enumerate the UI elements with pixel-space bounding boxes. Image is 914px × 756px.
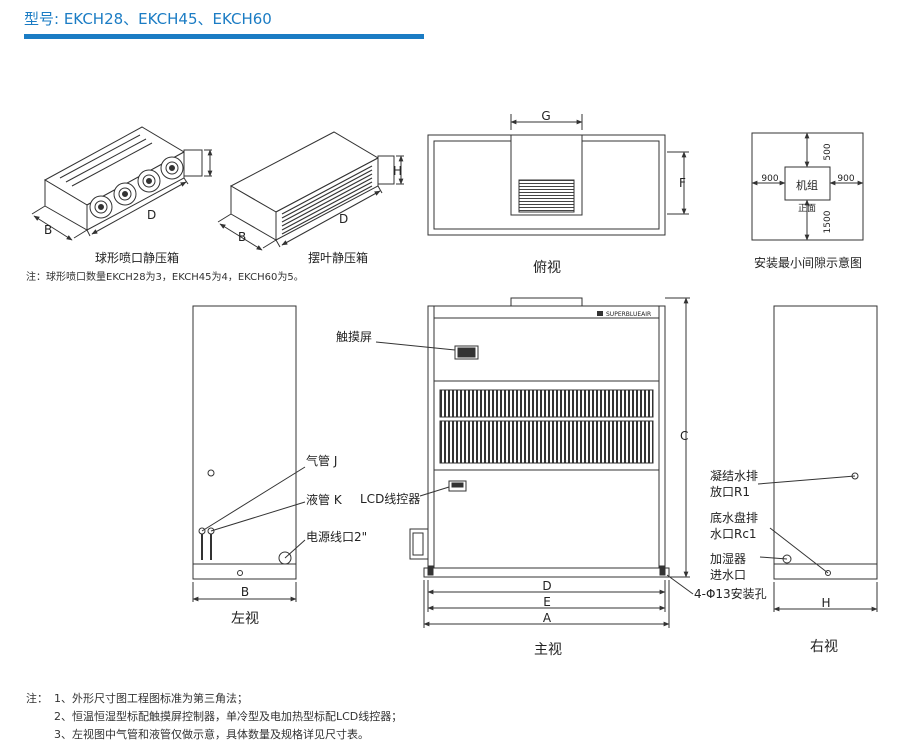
top-dim-f: F [679,176,686,190]
right-drain-pan-label-2: 水口Rc1 [710,527,757,541]
louver-dim-d: D [339,212,348,226]
front-mount-holes-label: 4-Φ13安装孔 [694,586,767,601]
front-lcd-controller-label: LCD线控器 [360,492,420,506]
front-dim-e: E [543,595,551,609]
notes-head: 注： [26,692,48,705]
spherical-plenum-box [31,126,213,241]
left-gas-pipe-label: 气管 J [306,453,337,468]
left-dim-b: B [241,585,249,599]
front-touch-screen-label: 触摸屏 [336,330,372,344]
spherical-dim-b: B [44,223,52,237]
nozzle-count-note: 注：球形喷口数量EKCH28为3，EKCH45为4，EKCH60为5。 [26,272,304,283]
top-view [427,114,689,236]
louver-dim-h: H [393,164,402,178]
left-view-caption: 左视 [231,611,259,627]
louver-dim-b: B [238,230,246,244]
right-humidifier-label-1: 加湿器 [710,551,746,566]
left-power-inlet-label: 电源线口2" [306,530,367,544]
title-underline [24,34,424,39]
left-view [192,305,306,602]
note-item-2: 2、恒温恒湿型标配触摸屏控制器，单冷型及电加热型标配LCD线控器； [54,710,403,723]
clearance-bottom: 1500 [823,210,833,233]
front-dim-c: C [680,429,688,443]
top-dim-g: G [541,109,550,123]
clearance-right: 900 [837,174,854,184]
spherical-plenum-caption: 球形喷口静压箱 [95,250,179,265]
page-title: 型号: EKCH28、EKCH45、EKCH60 [24,10,272,28]
front-view [375,297,694,628]
spherical-dim-d: D [147,208,156,222]
clearance-left: 900 [761,174,778,184]
clearance-top: 500 [823,143,833,160]
front-dim-a: A [543,611,552,625]
right-view [757,305,878,612]
clearance-front-label: 正面 [798,203,816,214]
note-item-1: 1、外形尺寸图工程图标准为第三角法； [54,692,248,705]
right-view-caption: 右视 [810,639,838,655]
top-view-caption: 俯视 [533,260,561,276]
front-view-caption: 主视 [534,642,562,658]
clearance-caption: 安装最小间隙示意图 [754,255,862,270]
right-dim-h: H [821,596,830,610]
right-drain-pan-label-1: 底水盘排 [710,510,758,525]
louver-plenum-box [217,131,404,251]
brand-logo-icon [597,311,603,316]
right-humidifier-label-2: 进水口 [710,568,746,582]
note-item-3: 3、左视图中气管和液管仅做示意，具体数量及规格详见尺寸表。 [54,728,369,741]
clearance-unit-label: 机组 [796,178,818,192]
right-condensate-label-2: 放口R1 [710,484,750,499]
louver-plenum-caption: 摆叶静压箱 [308,250,368,265]
left-liquid-pipe-label: 液管 K [306,492,343,507]
right-condensate-label-1: 凝结水排 [710,468,758,483]
front-dim-d: D [542,579,551,593]
clearance-diagram [751,132,864,241]
front-brand-label: SUPERBLUEAIR [606,311,651,318]
